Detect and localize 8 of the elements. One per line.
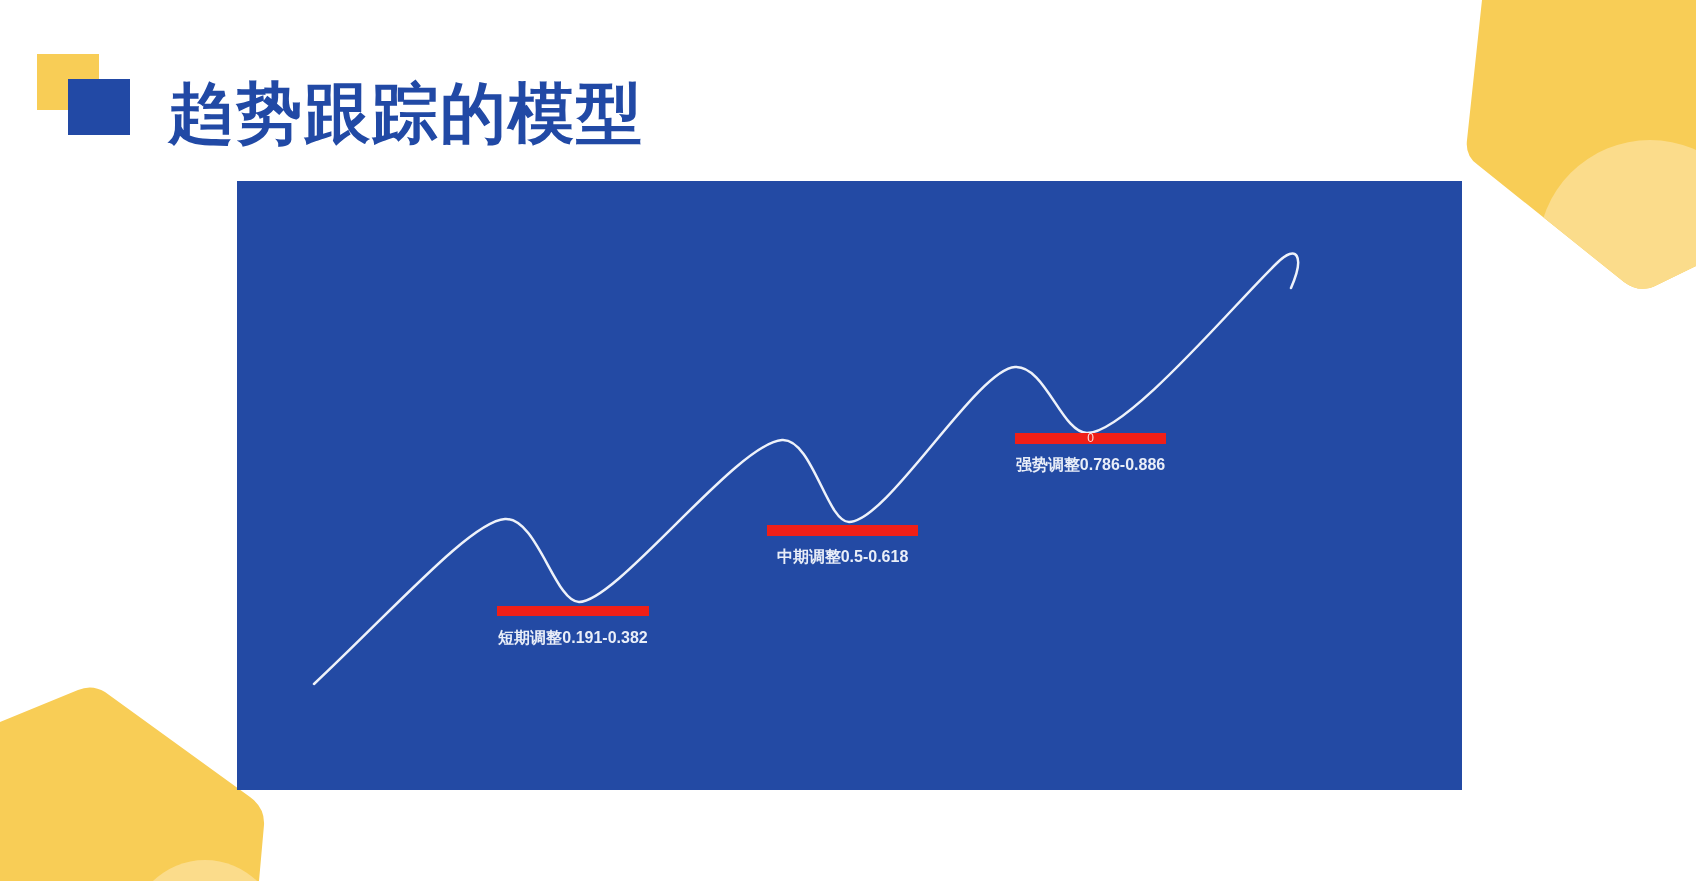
retracement-bar — [497, 606, 649, 616]
adjustment-label: 短期调整0.191-0.382 — [498, 628, 648, 648]
retracement-bar — [1015, 433, 1166, 444]
adjustment-label: 强势调整0.786-0.886 — [1015, 455, 1166, 475]
retracement-bar — [767, 525, 918, 536]
slide-title: 趋势跟踪的模型 — [168, 78, 644, 148]
adjustment-label: 中期调整0.5-0.618 — [776, 547, 909, 567]
bar-value: 0 — [1087, 433, 1094, 444]
